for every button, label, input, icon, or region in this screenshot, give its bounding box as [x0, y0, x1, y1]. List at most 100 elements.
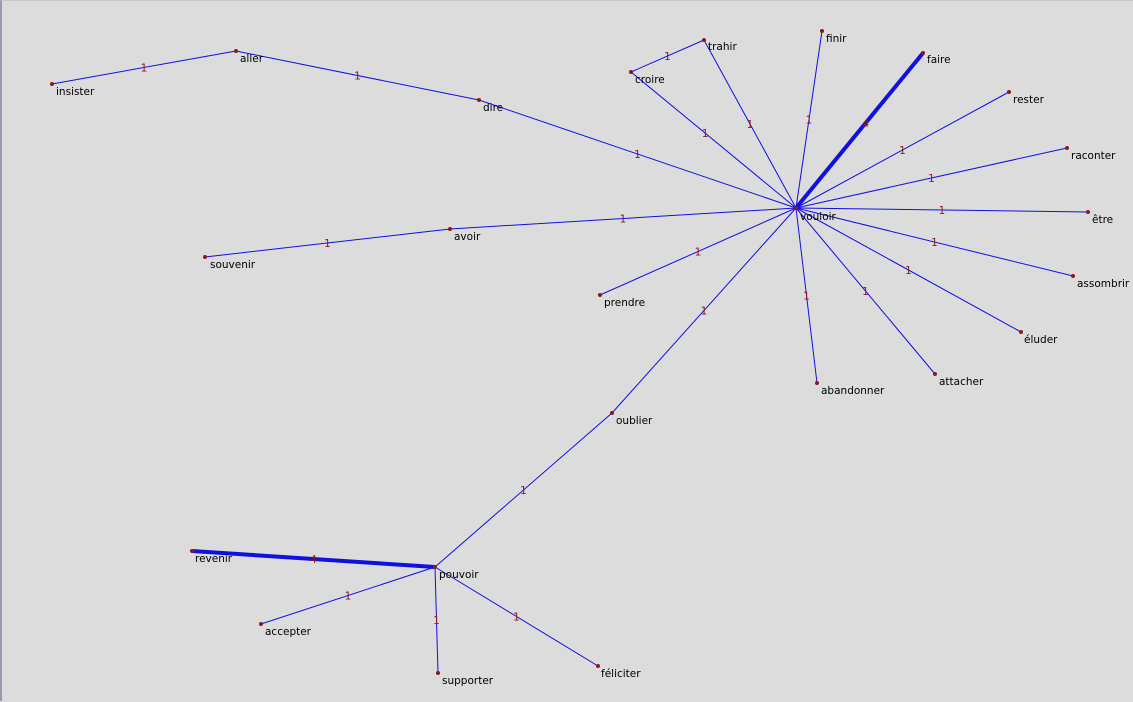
edge-weight-aller-dire: 1	[354, 71, 361, 83]
node-label-revenir: revenir	[195, 553, 233, 565]
node-label-insister: insister	[56, 86, 95, 98]
node-label-souvenir: souvenir	[210, 259, 256, 271]
edge-weight-accepter-pouvoir: 1	[345, 591, 352, 603]
node-label-eluder: éluder	[1024, 334, 1058, 346]
edge-weight-avoir-vouloir: 1	[620, 214, 627, 226]
edge-weight-rester-vouloir: 1	[899, 145, 906, 157]
node-raconter[interactable]	[1065, 146, 1069, 150]
node-rester[interactable]	[1007, 90, 1011, 94]
edge-pouvoir-oublier	[434, 412, 613, 568]
node-label-etre: être	[1092, 214, 1113, 226]
node-trahir[interactable]	[702, 38, 706, 42]
node-etre[interactable]	[1086, 210, 1090, 214]
edge-weight-supporter-pouvoir: 1	[433, 615, 440, 627]
edge-weight-faire-vouloir: 4	[863, 118, 870, 130]
edge-etre-vouloir	[795, 207, 1089, 213]
node-label-attacher: attacher	[939, 376, 984, 388]
node-supporter[interactable]	[436, 671, 440, 675]
edge-souvenir-avoir	[204, 228, 451, 258]
edge-weight-oublier-vouloir: 1	[701, 306, 708, 318]
edge-weight-insister-aller: 1	[141, 63, 148, 75]
edge-raconter-vouloir	[795, 147, 1068, 209]
edge-weight-pouvoir-oublier: 1	[520, 485, 527, 497]
edge-aller-dire	[235, 50, 480, 101]
edge-avoir-vouloir	[449, 207, 797, 230]
edge-faire-vouloir	[794, 51, 925, 210]
edge-oublier-vouloir	[611, 207, 797, 414]
node-vouloir[interactable]	[794, 206, 798, 210]
node-dire[interactable]	[477, 98, 481, 102]
edge-weight-etre-vouloir: 1	[939, 205, 946, 217]
node-label-vouloir: vouloir	[800, 211, 837, 223]
edge-weight-finir-vouloir: 1	[806, 115, 813, 127]
edge-weight-eluder-vouloir: 1	[905, 265, 912, 277]
edge-weight-dire-vouloir: 1	[634, 149, 641, 161]
edge-weights-layer: 1 1 1 1 1 1 1 4 1 1 1 1 1 1 1 1 1 1 1 1 4 1 1 1	[141, 51, 946, 627]
node-label-trahir: trahir	[708, 41, 737, 53]
edge-feliciter-pouvoir	[434, 566, 599, 667]
edges-layer	[51, 30, 1089, 674]
edge-weight-revenir-pouvoir: 4	[310, 554, 317, 566]
node-label-pouvoir: pouvoir	[439, 569, 479, 581]
edge-weight-assombrir-vouloir: 1	[931, 237, 938, 249]
node-finir[interactable]	[820, 29, 824, 33]
node-label-croire: croire	[635, 74, 665, 86]
node-faire[interactable]	[921, 51, 925, 55]
node-label-assombrir: assombrir	[1077, 278, 1130, 290]
edge-eluder-vouloir	[795, 207, 1022, 333]
edge-weight-raconter-vouloir: 1	[928, 173, 935, 185]
edge-weight-prendre-vouloir: 1	[695, 247, 702, 259]
edge-assombrir-vouloir	[795, 207, 1074, 277]
edge-insister-aller	[51, 50, 237, 85]
edge-abandonner-vouloir	[795, 207, 818, 384]
node-assombrir[interactable]	[1071, 274, 1075, 278]
nodes-layer	[50, 29, 1090, 675]
edge-weight-trahir-vouloir: 1	[747, 119, 754, 131]
node-label-rester: rester	[1013, 94, 1045, 106]
edge-croire-trahir	[630, 39, 705, 73]
node-aller[interactable]	[234, 49, 238, 53]
node-label-supporter: supporter	[442, 675, 494, 687]
node-avoir[interactable]	[448, 227, 452, 231]
edge-weight-attacher-vouloir: 1	[862, 286, 869, 298]
node-revenir[interactable]	[190, 549, 194, 553]
node-label-abandonner: abandonner	[821, 385, 885, 397]
edge-weight-croire-vouloir: 1	[702, 128, 709, 140]
edge-revenir-pouvoir	[191, 549, 436, 569]
node-attacher[interactable]	[933, 372, 937, 376]
node-label-prendre: prendre	[604, 297, 645, 309]
edge-trahir-vouloir	[703, 39, 797, 209]
node-oublier[interactable]	[610, 411, 614, 415]
node-label-avoir: avoir	[454, 231, 481, 243]
edge-weight-feliciter-pouvoir: 1	[513, 612, 520, 624]
edge-accepter-pouvoir	[260, 566, 436, 625]
node-label-dire: dire	[483, 102, 503, 114]
node-prendre[interactable]	[598, 293, 602, 297]
node-label-aller: aller	[240, 53, 264, 65]
edge-weight-souvenir-avoir: 1	[324, 238, 331, 250]
edge-supporter-pouvoir	[434, 566, 439, 674]
node-souvenir[interactable]	[203, 255, 207, 259]
edge-prendre-vouloir	[599, 207, 797, 296]
node-labels-layer: insisterallerdirecroiretrahirfinirfairer…	[56, 33, 1130, 687]
node-eluder[interactable]	[1019, 330, 1023, 334]
edge-finir-vouloir	[795, 30, 823, 209]
node-accepter[interactable]	[259, 622, 263, 626]
node-label-accepter: accepter	[265, 626, 312, 638]
node-label-raconter: raconter	[1071, 150, 1116, 162]
edge-croire-vouloir	[630, 71, 797, 209]
node-pouvoir[interactable]	[433, 565, 437, 569]
node-label-finir: finir	[826, 33, 847, 45]
edge-dire-vouloir	[478, 99, 797, 209]
node-label-oublier: oublier	[616, 415, 653, 427]
edge-weight-croire-trahir: 1	[664, 51, 671, 63]
node-abandonner[interactable]	[815, 381, 819, 385]
edge-attacher-vouloir	[795, 207, 936, 375]
edge-weight-abandonner-vouloir: 1	[803, 291, 810, 303]
node-croire[interactable]	[629, 70, 633, 74]
node-insister[interactable]	[50, 82, 54, 86]
node-feliciter[interactable]	[596, 664, 600, 668]
edge-rester-vouloir	[795, 91, 1010, 209]
